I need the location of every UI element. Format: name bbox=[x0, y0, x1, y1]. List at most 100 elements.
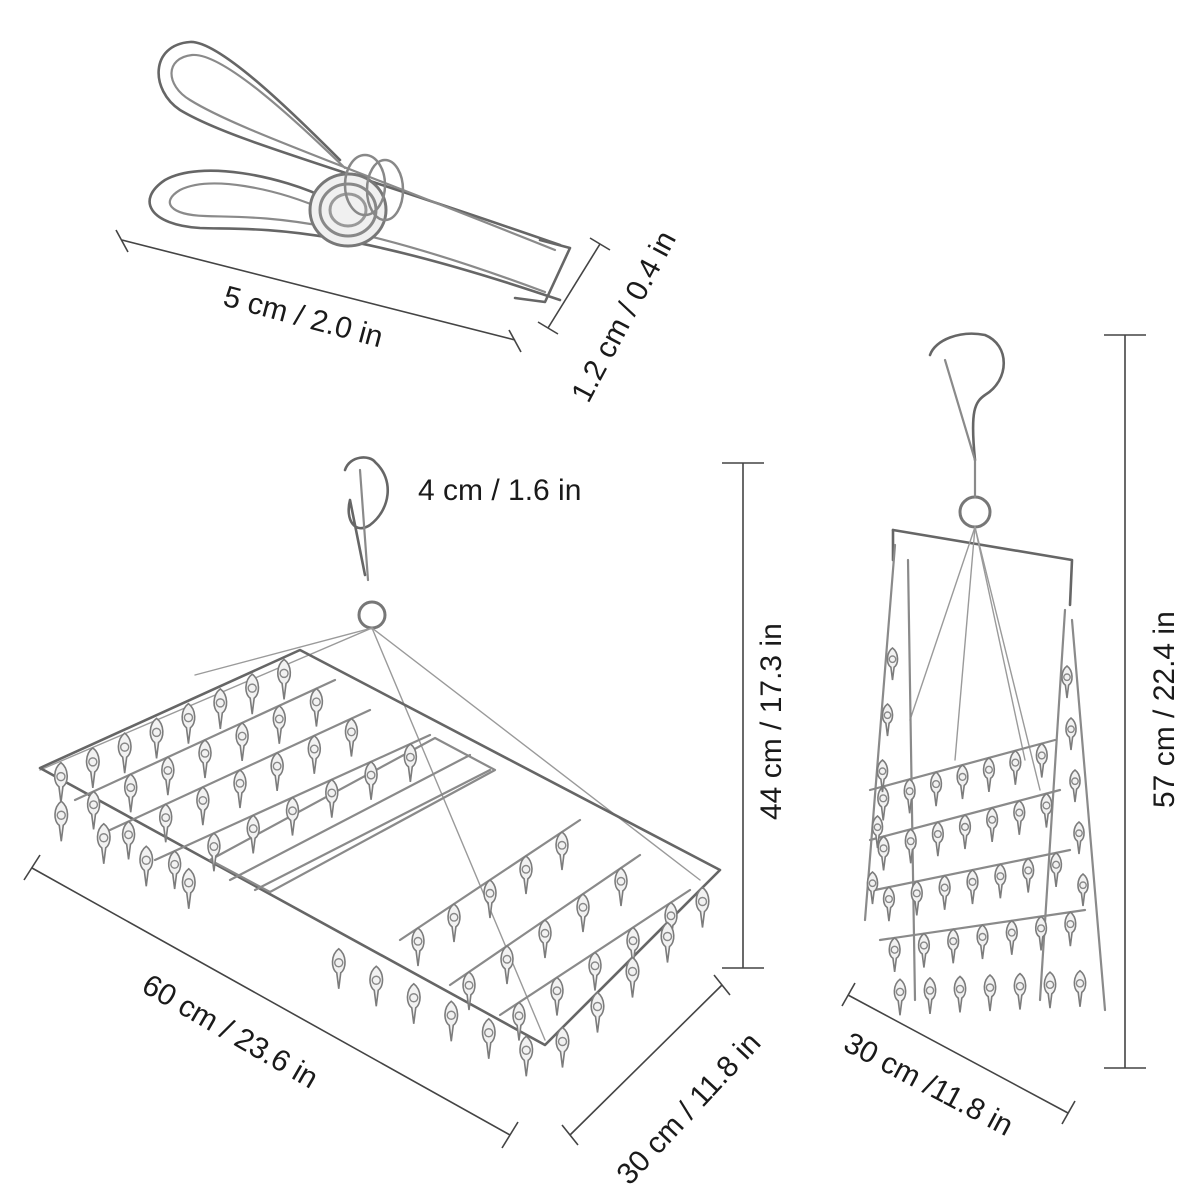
clothespin-icon bbox=[695, 886, 710, 928]
folded-height-label: 57 cm / 22.4 in bbox=[1148, 611, 1181, 808]
clothespin-icon bbox=[877, 785, 890, 821]
clothespin-icon bbox=[96, 822, 111, 864]
clothespin-illustration bbox=[148, 40, 572, 304]
clothespin-icon bbox=[882, 886, 896, 922]
clothespin-icon bbox=[886, 646, 899, 681]
clothespin-icon bbox=[196, 786, 210, 826]
clothespin-icon bbox=[538, 918, 552, 959]
clothespin-icon bbox=[406, 982, 421, 1024]
rack-height-label: 44 cm / 17.3 in bbox=[755, 623, 788, 820]
clothespin-icon bbox=[866, 870, 879, 905]
clothespin-icon bbox=[590, 991, 605, 1033]
clip-height-dimension-line bbox=[537, 237, 611, 335]
clothespin-icon bbox=[1064, 911, 1077, 947]
clothespin-icon bbox=[614, 866, 628, 907]
rack-width-dimension-line bbox=[561, 974, 731, 1146]
clothespin-icon bbox=[956, 763, 969, 800]
clothespin-icon bbox=[86, 790, 101, 830]
clothespin-icon bbox=[181, 702, 196, 744]
clothespin-icon bbox=[447, 902, 461, 943]
folded-height-dimension-line bbox=[1104, 334, 1146, 1069]
clothespin-icon bbox=[331, 947, 346, 989]
clothespin-icon bbox=[1034, 915, 1048, 951]
clothespin-icon bbox=[519, 1035, 534, 1077]
clothespin-icon bbox=[512, 1001, 526, 1041]
clothespin-icon bbox=[1065, 716, 1077, 751]
clothespin-icon bbox=[481, 1017, 496, 1059]
clothespin-icon bbox=[1009, 749, 1022, 785]
clothespin-icon bbox=[877, 835, 890, 871]
clothespin-icon bbox=[871, 814, 884, 849]
clothespin-icon bbox=[555, 830, 569, 871]
clothespin-icon bbox=[519, 854, 533, 895]
clothespin-icon bbox=[1040, 792, 1053, 828]
clothespin-icon bbox=[277, 658, 292, 700]
clothespin-icon bbox=[1073, 820, 1085, 855]
folded-width-dimension-line bbox=[841, 982, 1076, 1125]
rack-height-dimension-line bbox=[722, 462, 764, 969]
clothespin-icon bbox=[947, 928, 960, 964]
open-rack-illustration bbox=[38, 456, 722, 1047]
clothespin-icon bbox=[246, 814, 260, 854]
clothespin-icon bbox=[285, 796, 300, 836]
clothespin-icon bbox=[1073, 969, 1087, 1007]
clothespin-icon bbox=[403, 742, 418, 783]
clothespin-icon bbox=[976, 923, 989, 960]
clothespin-icon bbox=[1061, 664, 1073, 699]
clothespin-icon bbox=[161, 756, 175, 796]
clothespin-icon bbox=[893, 978, 907, 1016]
rack-length-dimension-line bbox=[23, 854, 519, 1149]
clothespin-icon bbox=[207, 832, 221, 872]
clothespin-icon bbox=[931, 821, 944, 857]
clothespin-icon bbox=[123, 773, 138, 813]
clothespin-icon bbox=[309, 687, 324, 727]
clothespin-icon bbox=[1035, 742, 1048, 778]
clothespin-icon bbox=[923, 976, 937, 1014]
clothespin-icon bbox=[910, 880, 923, 916]
clothespin-icon bbox=[344, 717, 359, 757]
spring-coil bbox=[308, 153, 405, 248]
open-rack-clips bbox=[53, 658, 710, 1077]
clothespin-icon bbox=[149, 717, 164, 759]
clothespin-icon bbox=[958, 813, 972, 850]
clothespin-icon bbox=[986, 806, 999, 842]
clothespin-icon bbox=[325, 778, 339, 818]
clothespin-icon bbox=[1022, 857, 1035, 893]
hook-size-label: 4 cm / 1.6 in bbox=[418, 474, 582, 507]
clothespin-icon bbox=[994, 863, 1007, 899]
clothespin-icon bbox=[483, 878, 497, 919]
clothespin-icon bbox=[411, 926, 425, 967]
clothespin-icon bbox=[876, 758, 889, 793]
clothespin-icon bbox=[1013, 972, 1027, 1010]
clothespin-icon bbox=[917, 932, 931, 968]
clothespin-icon bbox=[938, 874, 951, 910]
folded-rack-illustration bbox=[863, 332, 1107, 1012]
clothespin-icon bbox=[1077, 872, 1089, 907]
clothespin-icon bbox=[364, 760, 378, 800]
clothespin-icon bbox=[139, 845, 154, 887]
clothespin-icon bbox=[555, 1026, 570, 1068]
clothespin-icon bbox=[233, 768, 247, 809]
clothespin-icon bbox=[369, 965, 384, 1007]
clothespin-icon bbox=[181, 867, 196, 909]
clothespin-icon bbox=[213, 687, 228, 729]
folded-rack-clips bbox=[866, 646, 1089, 1016]
clothespin-icon bbox=[270, 751, 284, 791]
clothespin-icon bbox=[953, 975, 967, 1013]
clothespin-icon bbox=[198, 738, 212, 779]
clothespin-icon bbox=[272, 704, 287, 744]
clothespin-icon bbox=[307, 734, 322, 774]
clothespin-icon bbox=[983, 973, 997, 1012]
clothespin-icon bbox=[53, 761, 68, 803]
clothespin-icon bbox=[576, 892, 590, 933]
clothespin-icon bbox=[1069, 768, 1081, 803]
clothespin-icon bbox=[588, 951, 602, 991]
clothespin-icon bbox=[444, 1000, 459, 1042]
clothespin-icon bbox=[54, 800, 69, 842]
clothespin-icon bbox=[121, 820, 136, 860]
clothespin-icon bbox=[966, 868, 979, 905]
clothespin-icon bbox=[235, 721, 249, 761]
clothespin-icon bbox=[117, 732, 132, 774]
